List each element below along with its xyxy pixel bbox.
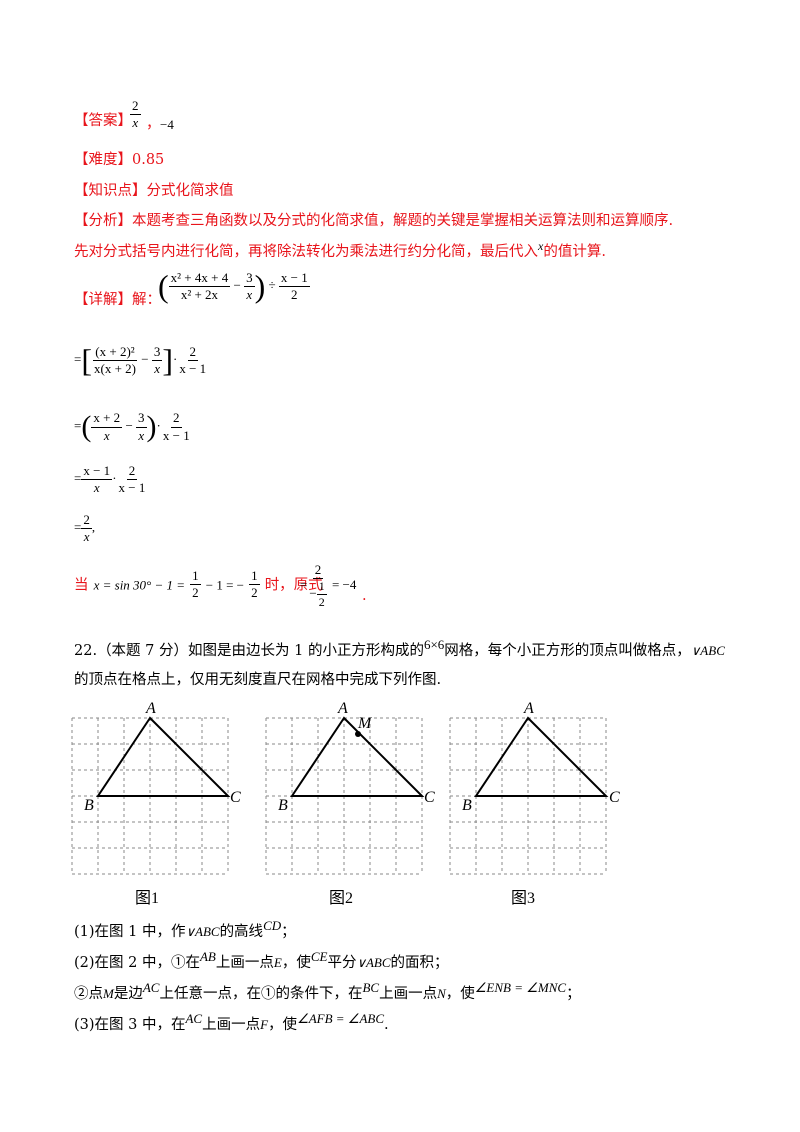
answer-sep: ， [146,116,161,132]
analysis-line2: 先对分式括号内进行化简，再将除法转化为乘法进行约分化简，最后代入x的值计算. [74,239,606,260]
part-3: (3)在图 3 中，在AC上画一点F，使∠AFB = ∠ABC. [74,1011,389,1033]
svg-text:B: B [84,797,94,814]
question-line1: 22.（本题 7 分）如图是由边长为 1 的小正方形构成的6×6网格，每个小正方… [74,637,725,659]
knowledge-line: 【知识点】分式化简求值 [74,183,234,199]
part-1: (1)在图 1 中，作∨ABC的高线CD； [74,918,296,940]
detail-tag: 【详解】解： [74,292,161,308]
analysis-line1: 【分析】本题考查三角函数以及分式的化简求值，解题的关键是掌握相关运算法则和运算顺… [74,213,674,229]
svg-text:A: A [145,700,156,717]
svg-text:C: C [424,789,435,806]
svg-text:A: A [523,700,534,717]
svg-text:B: B [462,797,472,814]
difficulty-line: 【难度】0.85 [74,152,165,168]
figure-2: A M B C [265,700,435,875]
svg-text:B: B [278,797,288,814]
figure-1: A B C [71,700,241,875]
question-line2: 的顶点在格点上，仅用无刻度直尺在网格中完成下列作图. [74,672,442,688]
part-2: (2)在图 2 中，①在AB上画一点E，使CE平分∨ABC的面积； [74,949,449,971]
figure-3: A B C [449,700,620,875]
detail-final-dot: . [362,588,367,604]
figure-1-caption: 图1 [135,890,160,907]
answer-value: −4 [160,117,174,132]
part-2b: ②点M是边AC上任意一点，在①的条件下，在BC上画一点N，使∠ENB = ∠MN… [74,980,581,1002]
answer-tag: 【答案】 [74,113,132,129]
point-m [355,731,361,737]
figure-3-caption: 图3 [511,890,536,907]
svg-text:C: C [230,789,241,806]
figure-2-caption: 图2 [329,890,354,907]
svg-text:C: C [609,789,620,806]
svg-text:A: A [337,700,348,717]
svg-text:M: M [357,715,373,732]
